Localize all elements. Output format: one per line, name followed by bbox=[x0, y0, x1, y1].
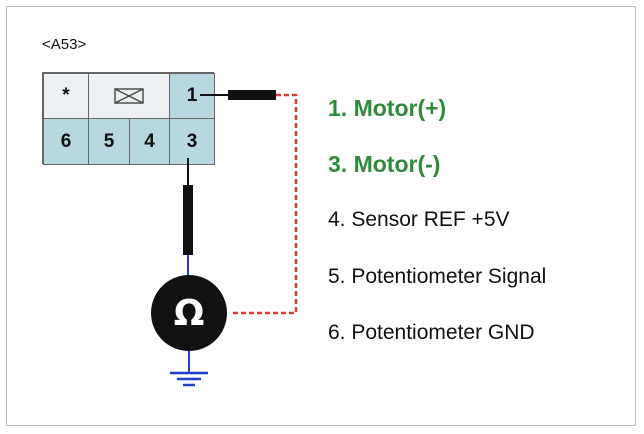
pin3-wire-sleeve bbox=[183, 185, 193, 255]
legend-item-motor-plus: 1. Motor(+) bbox=[328, 95, 447, 121]
connector-label: <A53> bbox=[42, 36, 87, 53]
legend-item-motor-minus: 3. Motor(-) bbox=[328, 151, 441, 177]
connector-a53: * 1 6 5 4 3 bbox=[42, 72, 215, 165]
pin-cell-3: 3 bbox=[169, 118, 215, 165]
pin-cell-blank bbox=[88, 73, 170, 119]
ohm-component-icon bbox=[151, 275, 227, 351]
legend-item-sensor-ref: 4. Sensor REF +5V bbox=[328, 208, 510, 231]
pin1-wire-sleeve bbox=[228, 90, 276, 100]
pin-cell-6: 6 bbox=[43, 118, 89, 165]
dashed-wire-motor-plus bbox=[232, 93, 298, 315]
legend-item-pot-gnd: 6. Potentiometer GND bbox=[328, 321, 535, 344]
pin-cell-5: 5 bbox=[88, 118, 130, 165]
pin-cell-4: 4 bbox=[129, 118, 170, 165]
ohm-symbol: Ω bbox=[174, 293, 205, 334]
legend-item-pot-signal: 5. Potentiometer Signal bbox=[328, 265, 547, 288]
unused-cavity-icon bbox=[114, 88, 144, 104]
